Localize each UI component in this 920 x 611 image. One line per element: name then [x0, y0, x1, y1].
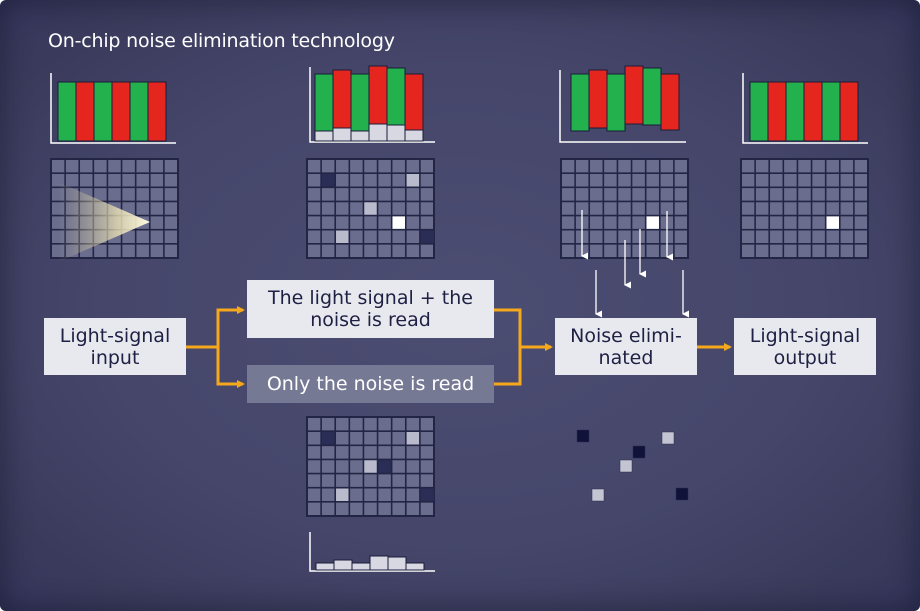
grid-highlight-cell	[405, 173, 420, 188]
grid-highlight-cell	[335, 229, 350, 244]
noise-bar	[404, 129, 424, 142]
bar-green	[93, 81, 113, 142]
bar-green	[570, 73, 590, 132]
signal-plus-noise-box: The light signal + the noise is read	[247, 280, 494, 338]
noise-subtraction-arrows	[581, 210, 689, 318]
grid-highlight-cell	[321, 431, 336, 446]
bar-red	[660, 73, 680, 131]
bar-red	[368, 65, 388, 125]
light-signal-input-box: Light-signal input	[44, 318, 186, 375]
noise-bar	[386, 124, 406, 142]
bar-chart-noise-subtraction	[559, 65, 686, 143]
bar-green	[785, 81, 805, 142]
noise-histogram	[309, 532, 435, 572]
grid-highlight-cell	[321, 173, 336, 188]
grid-highlight-cell	[405, 431, 420, 446]
bar-red	[111, 81, 131, 142]
bar-red	[404, 73, 424, 131]
bar-green	[350, 73, 370, 132]
bar-green	[606, 73, 626, 132]
pixel-grid-signal-plus-noise	[306, 158, 435, 259]
grid-highlight-cell	[335, 487, 350, 502]
bar-chart-signal-plus-noise	[309, 65, 435, 143]
bar-red	[803, 81, 823, 142]
bar-red	[767, 81, 787, 142]
light-signal-output-box: Light-signal output	[734, 318, 876, 375]
bar-red	[147, 81, 167, 142]
grid-highlight-cell	[825, 215, 840, 230]
diagram-title: On-chip noise elimination technology	[48, 30, 395, 52]
pixel-grid-output	[740, 158, 869, 259]
grid-highlight-cell	[363, 459, 378, 474]
bar-chart-output	[742, 73, 868, 144]
bar-green	[821, 81, 841, 142]
grid-highlight-cell	[419, 229, 434, 244]
removed-noise-pixels	[576, 429, 689, 502]
grid-highlight-cell	[377, 459, 392, 474]
bar-red	[588, 69, 608, 129]
bar-green	[57, 81, 77, 142]
light-beam	[58, 182, 150, 262]
grid-highlight-cell	[419, 487, 434, 502]
noise-bar	[368, 123, 388, 142]
pixel-grid-noise-only	[306, 416, 435, 517]
noise-eliminated-box: Noise elimi- nated	[555, 318, 697, 375]
grid-highlight-cell	[363, 201, 378, 216]
bar-red	[624, 65, 644, 125]
noise-bar	[350, 130, 370, 142]
flow-arrows	[186, 306, 732, 388]
bar-red	[332, 69, 352, 129]
noise-bar	[314, 130, 334, 142]
grid-highlight-cell	[645, 215, 660, 230]
grid-highlight-cell	[391, 215, 406, 230]
noise-only-box: Only the noise is read	[247, 365, 494, 403]
bar-green	[749, 81, 769, 142]
bar-green	[314, 73, 334, 132]
grid-background	[740, 158, 869, 259]
bar-red	[75, 81, 95, 142]
bar-chart-input	[50, 73, 176, 144]
bar-red	[839, 81, 859, 142]
noise-bar	[332, 127, 352, 142]
bar-green	[642, 67, 662, 126]
bar-green	[129, 81, 149, 142]
bar-green	[386, 67, 406, 126]
